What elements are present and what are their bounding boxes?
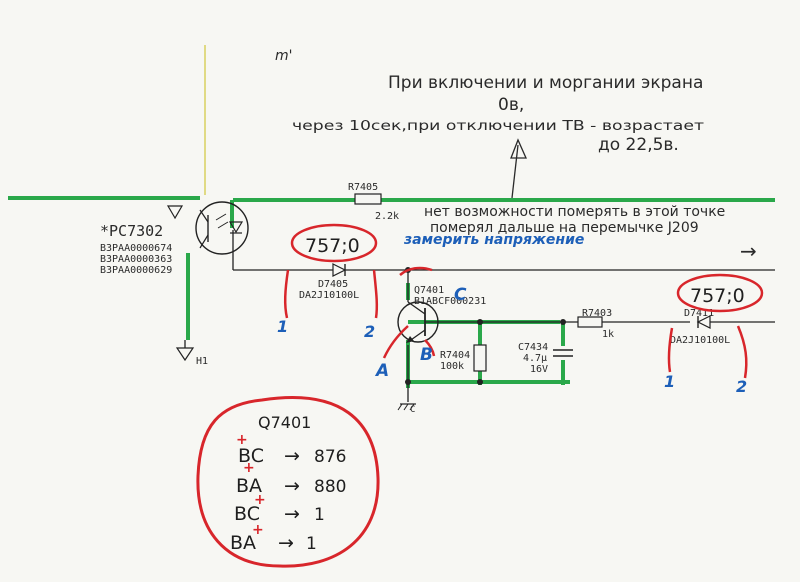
note-arrow — [510, 138, 528, 199]
r7403-value: 1k — [602, 329, 614, 340]
row-pins: BA — [236, 475, 262, 497]
probe-line-b — [424, 339, 436, 357]
optocoupler-part: B3PAA0000363 — [100, 254, 172, 265]
transistor-q7401 — [397, 301, 439, 343]
plus-mark: + — [236, 432, 248, 448]
note-line-1: При включении и моргании экрана — [388, 73, 703, 93]
r7403-ref: R7403 — [582, 308, 612, 319]
junction-dot — [405, 379, 411, 385]
optocoupler-part: B3PAA0000674 — [100, 243, 172, 254]
c7434-voltage: 16V — [530, 364, 548, 375]
probe-line-left-1 — [283, 269, 290, 319]
row-arrow: → — [284, 503, 300, 525]
probe-line-right-2 — [736, 325, 748, 379]
probe-line-c — [399, 266, 433, 276]
d7411-ref: D7411 — [684, 308, 714, 319]
junction-dot — [477, 319, 483, 325]
marker-right-1: 1 — [664, 372, 675, 391]
optocoupler-part: B3PAA0000629 — [100, 265, 172, 276]
note-line-3: через 10сек,при отключении ТВ - возраста… — [292, 119, 705, 134]
optocoupler-ref: *PC7302 — [100, 222, 163, 240]
plus-mark: + — [252, 522, 264, 538]
row-pins: BC — [238, 445, 264, 467]
resistor-r7405 — [354, 193, 382, 205]
c7434-value: 4.7μ — [523, 353, 547, 364]
row-value: 1 — [314, 505, 325, 525]
r7405-value: 2.2k — [375, 211, 399, 222]
row-arrow: → — [284, 475, 300, 497]
resistor-r7403 — [577, 316, 603, 328]
probe-line-a — [382, 325, 409, 359]
measurement-row: + BC → 876 — [236, 432, 346, 467]
warning-triangle-icon — [166, 205, 184, 220]
plus-mark: + — [254, 492, 266, 508]
resistor-r7404 — [473, 344, 487, 372]
row-arrow: → — [278, 532, 294, 554]
diode-d7405 — [332, 263, 347, 277]
remark-line-1: нет возможности померять в этой точке — [424, 204, 725, 220]
marker-b: B — [420, 345, 433, 365]
row-value: 876 — [314, 447, 346, 467]
ground-symbol — [175, 347, 195, 362]
ground-ref-c: C — [410, 405, 415, 415]
row-arrow: → — [284, 445, 300, 467]
diode-d7411 — [696, 315, 711, 329]
remark-line-2: померял дальше на перемычке J209 — [430, 220, 699, 236]
blue-note: замерить напряжение — [403, 232, 584, 248]
r7405-ref: R7405 — [348, 182, 378, 193]
measurement-circle — [196, 395, 380, 568]
row-pins: BA — [230, 532, 256, 554]
d7405-ref: D7405 — [318, 279, 348, 290]
marker-left-1: 1 — [277, 317, 288, 336]
ground-symbol — [397, 403, 416, 411]
r7404-value: 100k — [440, 361, 464, 372]
measurement-row: + BC → 1 — [234, 492, 325, 525]
plus-mark: + — [243, 460, 255, 476]
d7405-part: DA2J10100L — [299, 290, 359, 301]
row-pins: BC — [234, 503, 260, 525]
reading-oval-left — [290, 223, 378, 263]
marker-right-2: 2 — [736, 377, 747, 396]
marker-a: A — [374, 361, 389, 381]
q7401-part: B1ABCF000231 — [414, 296, 486, 307]
r7404-ref: R7404 — [440, 350, 470, 361]
table-title: Q7401 — [258, 413, 311, 432]
marker-c: C — [454, 285, 467, 305]
measurement-row: + BA → 1 — [230, 522, 317, 554]
optocoupler-symbol — [195, 201, 249, 255]
reading-left: 757;0 — [305, 235, 360, 257]
reading-right: 757;0 — [690, 285, 745, 307]
signal-arrow: → — [740, 239, 757, 263]
probe-line-left-2 — [372, 269, 379, 319]
capacitor-c7434 — [552, 346, 574, 360]
reading-oval-right — [676, 273, 764, 313]
note-line-4: до 22,5в. — [598, 135, 679, 155]
d7411-part: DA2J10100L — [670, 335, 730, 346]
junction-dot — [477, 379, 483, 385]
corner-mark: m' — [275, 48, 293, 64]
q7401-ref: Q7401 — [414, 285, 444, 296]
c7434-ref: C7434 — [518, 342, 548, 353]
note-line-2: 0в, — [498, 95, 524, 115]
row-value: 880 — [314, 477, 346, 497]
marker-left-2: 2 — [364, 322, 375, 341]
ground-ref: H1 — [196, 356, 208, 367]
measurement-row: + BA → 880 — [236, 460, 346, 497]
row-value: 1 — [306, 534, 317, 554]
probe-line-right-1 — [667, 327, 674, 373]
junction-dot — [560, 319, 566, 325]
